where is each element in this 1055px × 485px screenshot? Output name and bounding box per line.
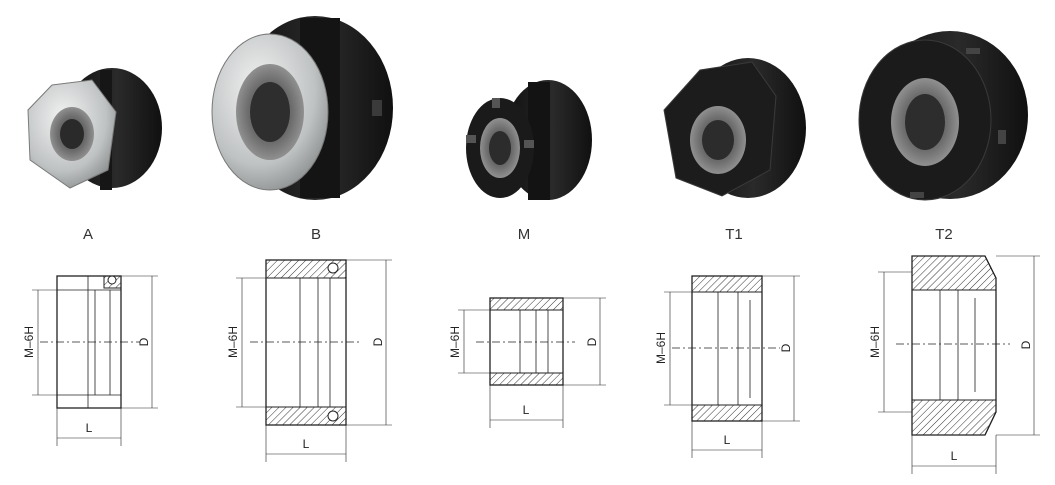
photo-nut-t1 — [663, 58, 806, 198]
diameter-label-t1: D — [779, 343, 793, 352]
drawing-nut-t1 — [664, 275, 800, 458]
drawing-nut-t2 — [878, 255, 1040, 474]
thread-label-b: M–6H — [226, 326, 240, 358]
length-label-a: L — [86, 421, 93, 435]
variant-label-m: M — [517, 226, 531, 243]
variant-label-t1: T1 — [725, 226, 743, 243]
photo-nut-m — [466, 80, 592, 200]
drawing-nut-m — [458, 297, 606, 428]
diameter-label-t2: D — [1019, 340, 1033, 349]
photo-nut-t2 — [858, 31, 1028, 201]
diameter-label-m: D — [585, 337, 599, 346]
photo-nut-b — [211, 16, 393, 200]
diameter-label-a: D — [137, 337, 151, 346]
thread-label-a: M–6H — [22, 326, 36, 358]
length-label-b: L — [303, 437, 310, 451]
thread-label-m: M–6H — [448, 326, 462, 358]
variant-label-a: A — [82, 226, 93, 243]
thread-label-t1: M–6H — [654, 332, 668, 364]
length-label-t1: L — [724, 433, 731, 447]
length-label-m: L — [523, 403, 530, 417]
diameter-label-b: D — [371, 337, 385, 346]
drawing-nut-b — [236, 259, 392, 462]
photo-nut-a — [27, 68, 162, 190]
variant-label-t2: T2 — [935, 226, 953, 243]
drawing-nut-a — [32, 275, 158, 446]
thread-label-t2: M–6H — [868, 326, 882, 358]
variant-label-b: B — [310, 226, 321, 243]
length-label-t2: L — [951, 449, 958, 463]
